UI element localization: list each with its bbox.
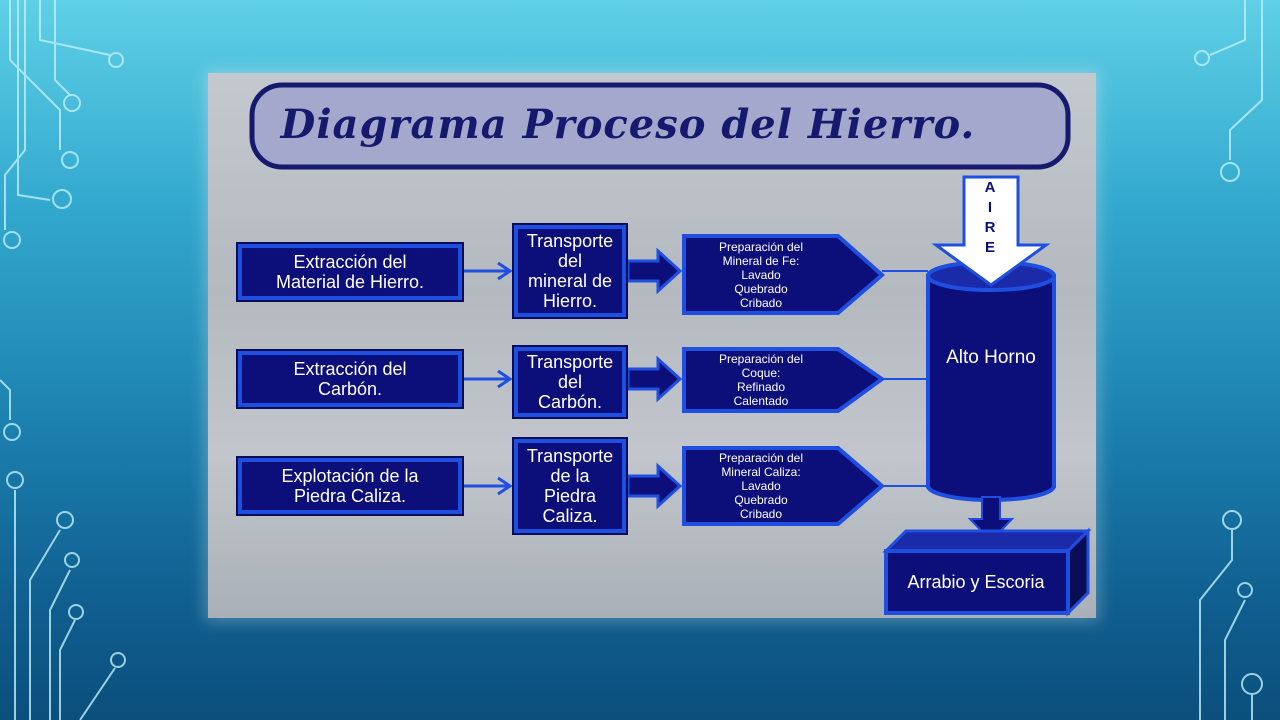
air-arrow-icon bbox=[931, 175, 1051, 287]
block-arrow-icon bbox=[626, 462, 683, 510]
diagram-shapes bbox=[249, 82, 1092, 617]
block-arrow-icon bbox=[626, 355, 683, 403]
output-label: Arrabio y Escoria bbox=[907, 572, 1045, 592]
preparation-shape-3 bbox=[682, 446, 886, 526]
preparation-shape-2 bbox=[682, 347, 886, 413]
air-letter: E bbox=[984, 239, 995, 256]
arrow-icon bbox=[464, 369, 513, 389]
air-letter: R bbox=[984, 219, 996, 236]
diagram-title: Diagrama Proceso del Hierro. bbox=[280, 100, 976, 148]
air-letter: A bbox=[984, 179, 996, 196]
output-box-shape bbox=[882, 527, 1092, 617]
transport-box-1: Transporte del mineral de Hierro. bbox=[512, 223, 628, 319]
preparation-label-3: Preparación del Mineral Caliza: Lavado Q… bbox=[718, 451, 804, 521]
preparation-label-1: Preparación del Mineral de Fe: Lavado Qu… bbox=[718, 239, 804, 310]
furnace-cylinder bbox=[926, 260, 1056, 502]
diagram-panel: Diagrama Proceso del Hierro. Extracción … bbox=[208, 73, 1096, 618]
source-box-2: Extracción del Carbón. bbox=[236, 349, 464, 409]
transport-box-3: Transporte de la Piedra Caliza. bbox=[512, 437, 628, 535]
block-arrow-icon bbox=[626, 247, 683, 295]
transport-box-2: Transporte del Carbón. bbox=[512, 345, 628, 419]
air-letter: I bbox=[987, 199, 993, 216]
title-banner bbox=[249, 82, 1071, 170]
source-box-3: Explotación de la Piedra Caliza. bbox=[236, 456, 464, 516]
source-box-1: Extracción del Material de Hierro. bbox=[236, 242, 464, 302]
furnace-label: Alto Horno bbox=[946, 347, 1036, 368]
arrow-icon bbox=[464, 261, 513, 281]
arrow-icon bbox=[464, 476, 513, 496]
preparation-label-2: Preparación del Coque: Refinado Calentad… bbox=[718, 352, 804, 408]
preparation-shape-1 bbox=[682, 234, 886, 315]
